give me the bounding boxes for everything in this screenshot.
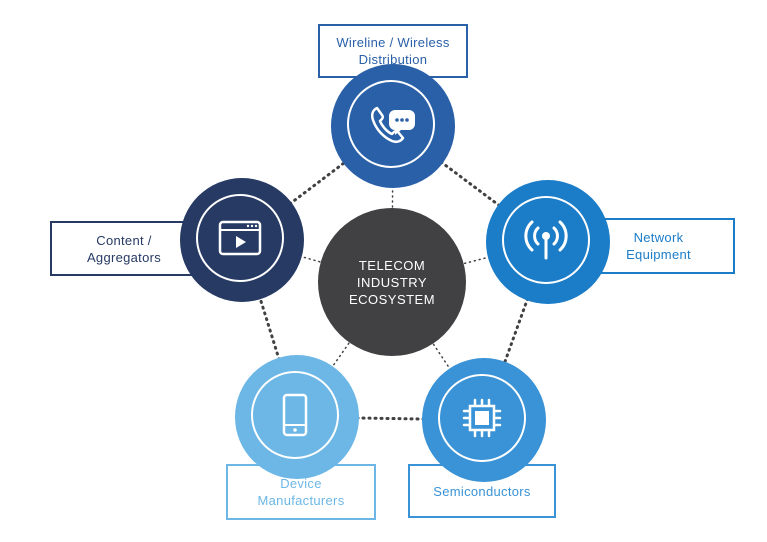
node-device-ring — [251, 371, 339, 459]
node-wireline-ring — [347, 80, 435, 168]
node-content-ring — [196, 194, 284, 282]
phone-chat-icon — [370, 106, 415, 144]
smartphone-icon — [282, 393, 308, 437]
chip-icon — [462, 398, 502, 438]
label-content-aggregators: Content / Aggregators — [50, 221, 198, 276]
node-network-equipment — [486, 180, 610, 304]
node-content-aggregators — [180, 178, 304, 302]
label-device-manufacturers: Device Manufacturers — [226, 464, 376, 520]
center-title-line2: INDUSTRY — [356, 274, 428, 290]
node-semiconductors — [422, 358, 546, 482]
label-wireline-text: Wireline / Wireless Distribution — [336, 35, 450, 67]
label-semiconductors-text: Semiconductors — [433, 483, 531, 499]
spoke-network — [391, 241, 549, 283]
label-content-text: Content / Aggregators — [86, 232, 162, 265]
center-title: TELECOM INDUSTRY ECOSYSTEM — [337, 257, 447, 308]
node-device-manufacturers — [235, 355, 359, 479]
node-network-ring — [502, 196, 590, 284]
video-player-icon — [218, 220, 262, 256]
node-semiconductors-ring — [438, 374, 526, 462]
center-hub: TELECOM INDUSTRY ECOSYSTEM — [318, 208, 466, 356]
antenna-icon — [524, 220, 568, 260]
node-wireline-wireless-distribution — [331, 64, 455, 188]
center-title-line3: ECOSYSTEM — [348, 291, 436, 307]
label-network-text: Network Equipment — [626, 230, 691, 262]
label-device-text: Device Manufacturers — [257, 476, 345, 508]
center-title-line1: TELECOM — [358, 257, 426, 273]
label-wireline-wireless-distribution: Wireline / Wireless Distribution — [318, 24, 468, 78]
